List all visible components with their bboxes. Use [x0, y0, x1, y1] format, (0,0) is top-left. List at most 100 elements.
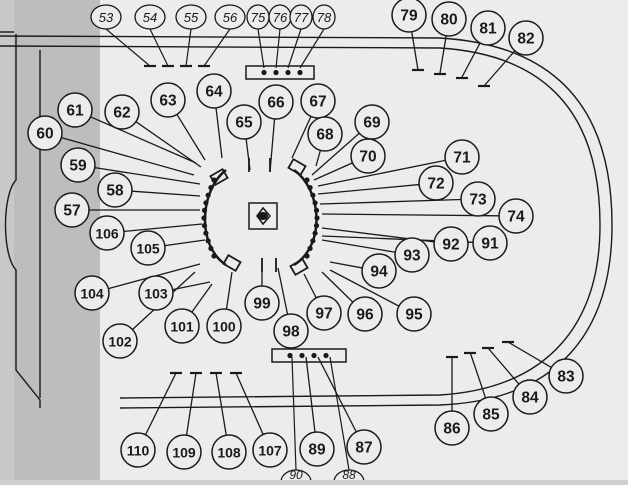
callout-circle: [508, 20, 544, 56]
callout-text: 58: [106, 183, 124, 200]
bottom-sensor-rail: [271, 348, 347, 363]
right-arc-dot: [304, 253, 310, 259]
top-leader-line: [185, 28, 192, 67]
bottom-rail-dot: [311, 352, 317, 359]
leader-line-82: [483, 50, 516, 87]
callout-57: 57: [54, 192, 90, 228]
top-callout-78: 78: [299, 4, 336, 69]
leader-line-80: [439, 35, 447, 74]
callout-97: 97: [306, 295, 342, 331]
callout-circle: [391, 0, 427, 33]
callout-text: 71: [453, 150, 471, 167]
leader-lines: [61, 31, 552, 436]
callout-circle: [346, 429, 382, 465]
callout-71: 71: [444, 139, 480, 175]
callout-circle: [206, 308, 242, 344]
callout-circle: [130, 230, 166, 266]
leader-line-68: [315, 150, 322, 167]
leader-line-72: [317, 183, 420, 195]
leader-line-60: [61, 136, 195, 176]
leader-line-98: [277, 267, 289, 315]
callout-text: 103: [144, 286, 168, 302]
callout-circle: [104, 94, 140, 130]
callout-text: 107: [258, 443, 282, 459]
callout-circle: [470, 10, 506, 46]
right-arc-dot: [314, 215, 320, 221]
leader-line-100: [225, 271, 233, 310]
callout-93: 93: [394, 237, 430, 273]
top-callout-77: 77: [287, 4, 313, 69]
callout-109: 109: [166, 434, 202, 470]
callout-text: 69: [363, 115, 381, 132]
callout-text: 72: [427, 176, 444, 193]
callout-circle: [54, 192, 90, 228]
callout-text: 82: [517, 31, 534, 48]
right-arc-dot: [304, 177, 310, 183]
callout-circle: [150, 82, 186, 118]
top-callout-text: 75: [251, 10, 266, 25]
callout-58: 58: [97, 172, 133, 208]
callout-74: 74: [498, 198, 534, 234]
top-rail-dot: [273, 69, 279, 76]
callout-circle: [166, 434, 202, 470]
stage-corner-block: [289, 257, 309, 277]
bottom-rail-dot: [287, 352, 293, 359]
callout-circle: [548, 358, 584, 394]
callout-circle: [258, 84, 294, 120]
leader-line-94: [329, 261, 363, 269]
right-arc-dot: [312, 200, 318, 206]
callout-text: 59: [69, 158, 87, 175]
leader-line-85: [469, 351, 487, 399]
callout-62: 62: [104, 94, 140, 130]
callout-86: 86: [434, 410, 470, 446]
callout-59: 59: [60, 147, 96, 183]
top-callout-text: 76: [273, 10, 288, 25]
callout-circle: [472, 225, 508, 261]
right-arc-dot: [307, 245, 313, 251]
leader-line-96: [321, 271, 354, 303]
callout-text: 60: [36, 126, 53, 143]
leader-line-59: [94, 166, 201, 185]
top-callout-text: 78: [317, 10, 332, 25]
callout-text: 94: [370, 264, 388, 281]
callout-circle: [89, 215, 125, 251]
top-leader-line: [299, 28, 325, 69]
callout-circle: [434, 410, 470, 446]
callout-65: 65: [226, 104, 262, 140]
leader-line-74: [321, 213, 500, 217]
top-callout-text: 54: [143, 10, 157, 25]
leader-line-71: [317, 159, 446, 187]
top-leader-line: [257, 28, 265, 69]
callout-83: 83: [548, 358, 584, 394]
right-arc-dot: [312, 230, 318, 236]
top-rail-dot: [285, 69, 291, 76]
callout-circle: [226, 104, 262, 140]
callout-text: 108: [217, 445, 241, 461]
callout-circle: [57, 92, 93, 128]
callout-text: 63: [159, 93, 177, 110]
callout-text: 101: [170, 319, 194, 335]
left-arc-dot: [205, 238, 211, 244]
callout-text: 79: [400, 8, 418, 25]
callout-92: 92: [433, 226, 469, 262]
callout-circle: [347, 296, 383, 332]
leader-line-108: [215, 372, 227, 436]
leader-line-103: [172, 281, 211, 291]
callout-73: 73: [460, 181, 496, 217]
callout-60: 60: [27, 115, 63, 151]
left-arc-dot: [205, 192, 211, 198]
bottom-leader-line: [329, 356, 350, 471]
callout-text: 61: [66, 103, 84, 120]
top-callout-text: 55: [184, 10, 199, 25]
leader-line-93: [321, 239, 396, 253]
leader-line-66: [269, 118, 276, 173]
left-arc-dot: [203, 200, 209, 206]
top-leader-line: [105, 28, 151, 67]
leader-line-58: [131, 190, 201, 197]
left-arc-dot: [201, 215, 207, 221]
callout-text: 83: [557, 369, 575, 386]
right-arc-dot: [310, 238, 316, 244]
callout-91: 91: [472, 225, 508, 261]
right-arc-dot: [313, 207, 320, 213]
